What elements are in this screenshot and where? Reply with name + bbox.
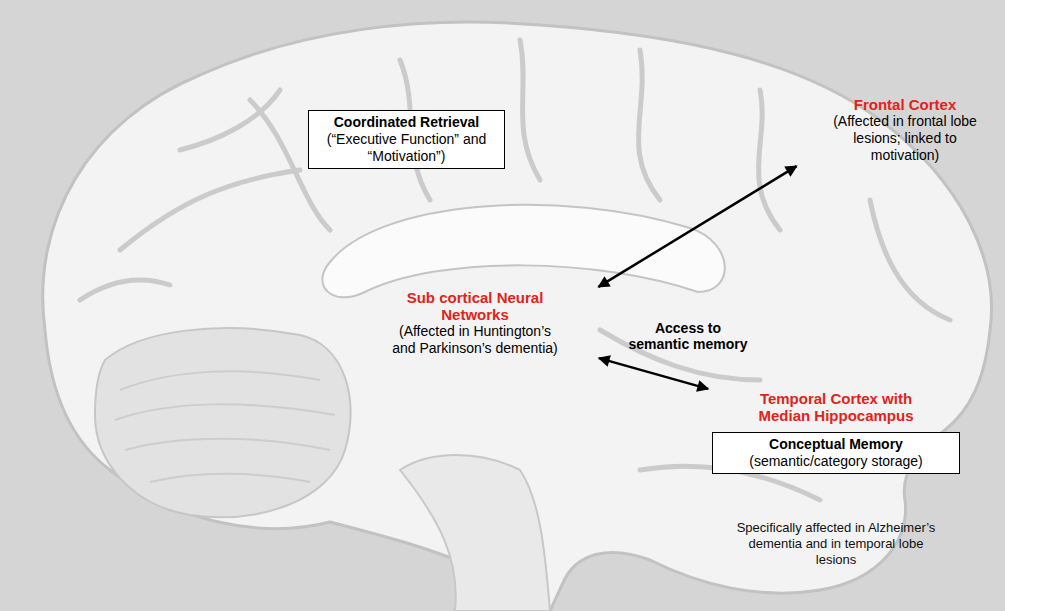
region-label: Frontal Cortex(Affected in frontal lobe … <box>800 96 1010 164</box>
folium-line <box>120 371 320 390</box>
node-body: (semantic/category storage) <box>719 453 953 470</box>
node-heading: Coordinated Retrieval <box>315 114 498 131</box>
folium-line <box>115 404 335 420</box>
sulcus-line <box>80 280 170 300</box>
edge-label: Access to semantic memory <box>624 320 752 352</box>
cerebellum-folia <box>115 371 335 482</box>
node-body: (“Executive Function” and “Motivation”) <box>315 131 498 165</box>
retrieval-box: Coordinated Retrieval(“Executive Functio… <box>308 110 505 169</box>
sulcus-line <box>120 170 300 250</box>
memory-box: Conceptual Memory(semantic/category stor… <box>712 432 960 474</box>
folium-line <box>150 474 310 482</box>
double-arrow <box>599 358 708 389</box>
region-label: Temporal Cortex with Median Hippocampus <box>712 390 960 424</box>
note-text: Specifically affected in Alzheimer’s dem… <box>728 520 944 568</box>
cerebellum <box>95 328 351 517</box>
node-heading: Frontal Cortex <box>800 96 1010 113</box>
node-heading: Temporal Cortex with Median Hippocampus <box>744 390 929 424</box>
folium-line <box>125 439 330 450</box>
region-label: Sub cortical Neural Networks(Affected in… <box>355 289 595 357</box>
node-heading: Conceptual Memory <box>719 436 953 453</box>
double-arrow <box>598 166 796 287</box>
node-body: (Affected in Huntington’s and Parkinson’… <box>388 323 563 357</box>
photo-ground <box>0 0 1005 611</box>
sulcus-line <box>758 90 780 230</box>
brainstem <box>400 455 550 611</box>
sulcus-line <box>870 200 950 320</box>
node-heading: Sub cortical Neural Networks <box>405 289 545 323</box>
node-body: (Affected in frontal lobe lesions; linke… <box>820 113 990 164</box>
corpus-callosum <box>322 205 724 298</box>
sulci <box>80 40 950 500</box>
sulcus-line <box>520 40 540 180</box>
sulcus-line <box>638 50 660 200</box>
brain-outline <box>43 22 992 611</box>
